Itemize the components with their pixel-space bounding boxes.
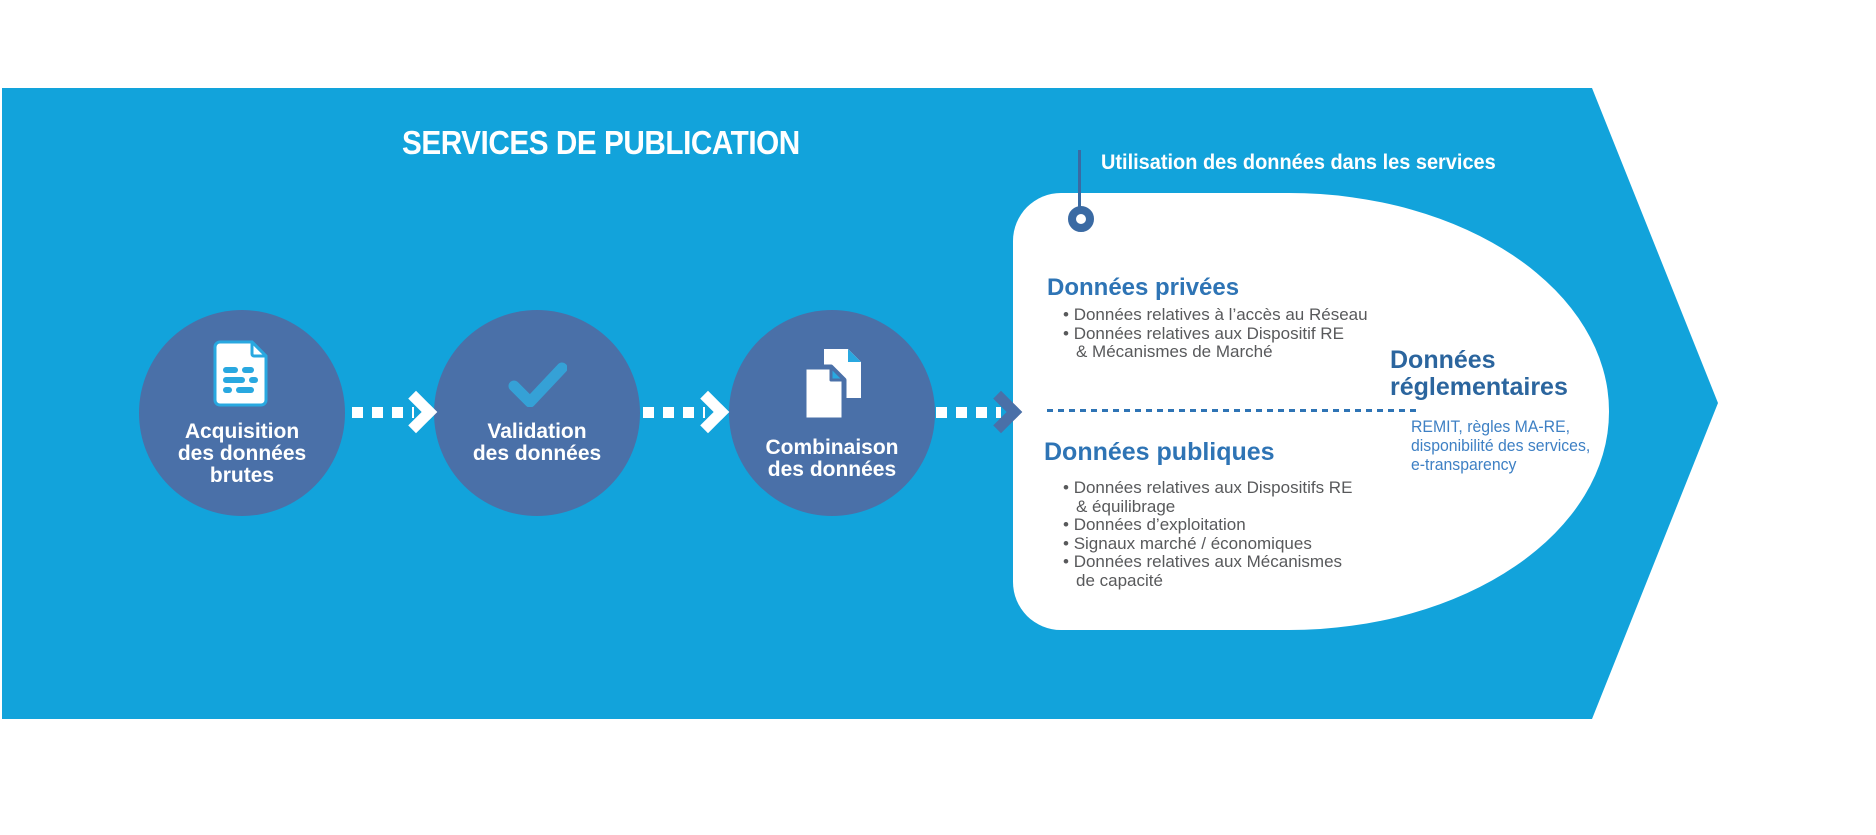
panel-dashed-separator bbox=[1047, 409, 1416, 412]
regulatory-data-title: Données réglementaires bbox=[1390, 346, 1568, 401]
step-label-validation: Validation des données bbox=[472, 420, 602, 465]
callout-connector-line bbox=[1078, 150, 1081, 208]
regulatory-data-description: REMIT, règles MA-RE, disponibilité des s… bbox=[1411, 417, 1591, 474]
check-icon bbox=[507, 361, 568, 412]
document-icon bbox=[211, 339, 273, 412]
callout-label: Utilisation des données dans les service… bbox=[1101, 151, 1496, 174]
callout-ring-icon bbox=[1068, 206, 1094, 232]
flow-dots-2 bbox=[643, 407, 705, 418]
bullet-item: Signaux marché / économiques bbox=[1063, 534, 1352, 554]
step-circle-combinaison: Combinaison des données bbox=[729, 310, 935, 516]
flow-dots-1 bbox=[352, 407, 414, 418]
banner-title: SERVICES DE PUBLICATION bbox=[402, 124, 800, 161]
bullet-item: Données relatives aux Mécanismes de capa… bbox=[1063, 552, 1352, 590]
bullet-item: Données relatives aux Dispositif RE & Mé… bbox=[1063, 324, 1368, 362]
private-data-title: Données privées bbox=[1047, 274, 1240, 301]
bullet-item: Données relatives à l’accès au Réseau bbox=[1063, 305, 1368, 325]
flow-dots-3 bbox=[936, 407, 1001, 418]
public-data-list: Données relatives aux Dispositifs RE & é… bbox=[1063, 478, 1353, 590]
documents-icon bbox=[796, 345, 868, 428]
bullet-item: Données relatives aux Dispositifs RE & é… bbox=[1063, 478, 1353, 516]
bullet-item: Données d’exploitation bbox=[1063, 515, 1352, 535]
step-circle-acquisition: Acquisition des données brutes bbox=[139, 310, 345, 516]
step-label-combinaison: Combinaison des données bbox=[765, 436, 899, 481]
step-label-acquisition: Acquisition des données brutes bbox=[177, 420, 307, 487]
private-data-list: Données relatives à l’accès au Réseau Do… bbox=[1063, 305, 1368, 362]
public-data-title: Données publiques bbox=[1044, 438, 1275, 466]
step-circle-validation: Validation des données bbox=[434, 310, 640, 516]
